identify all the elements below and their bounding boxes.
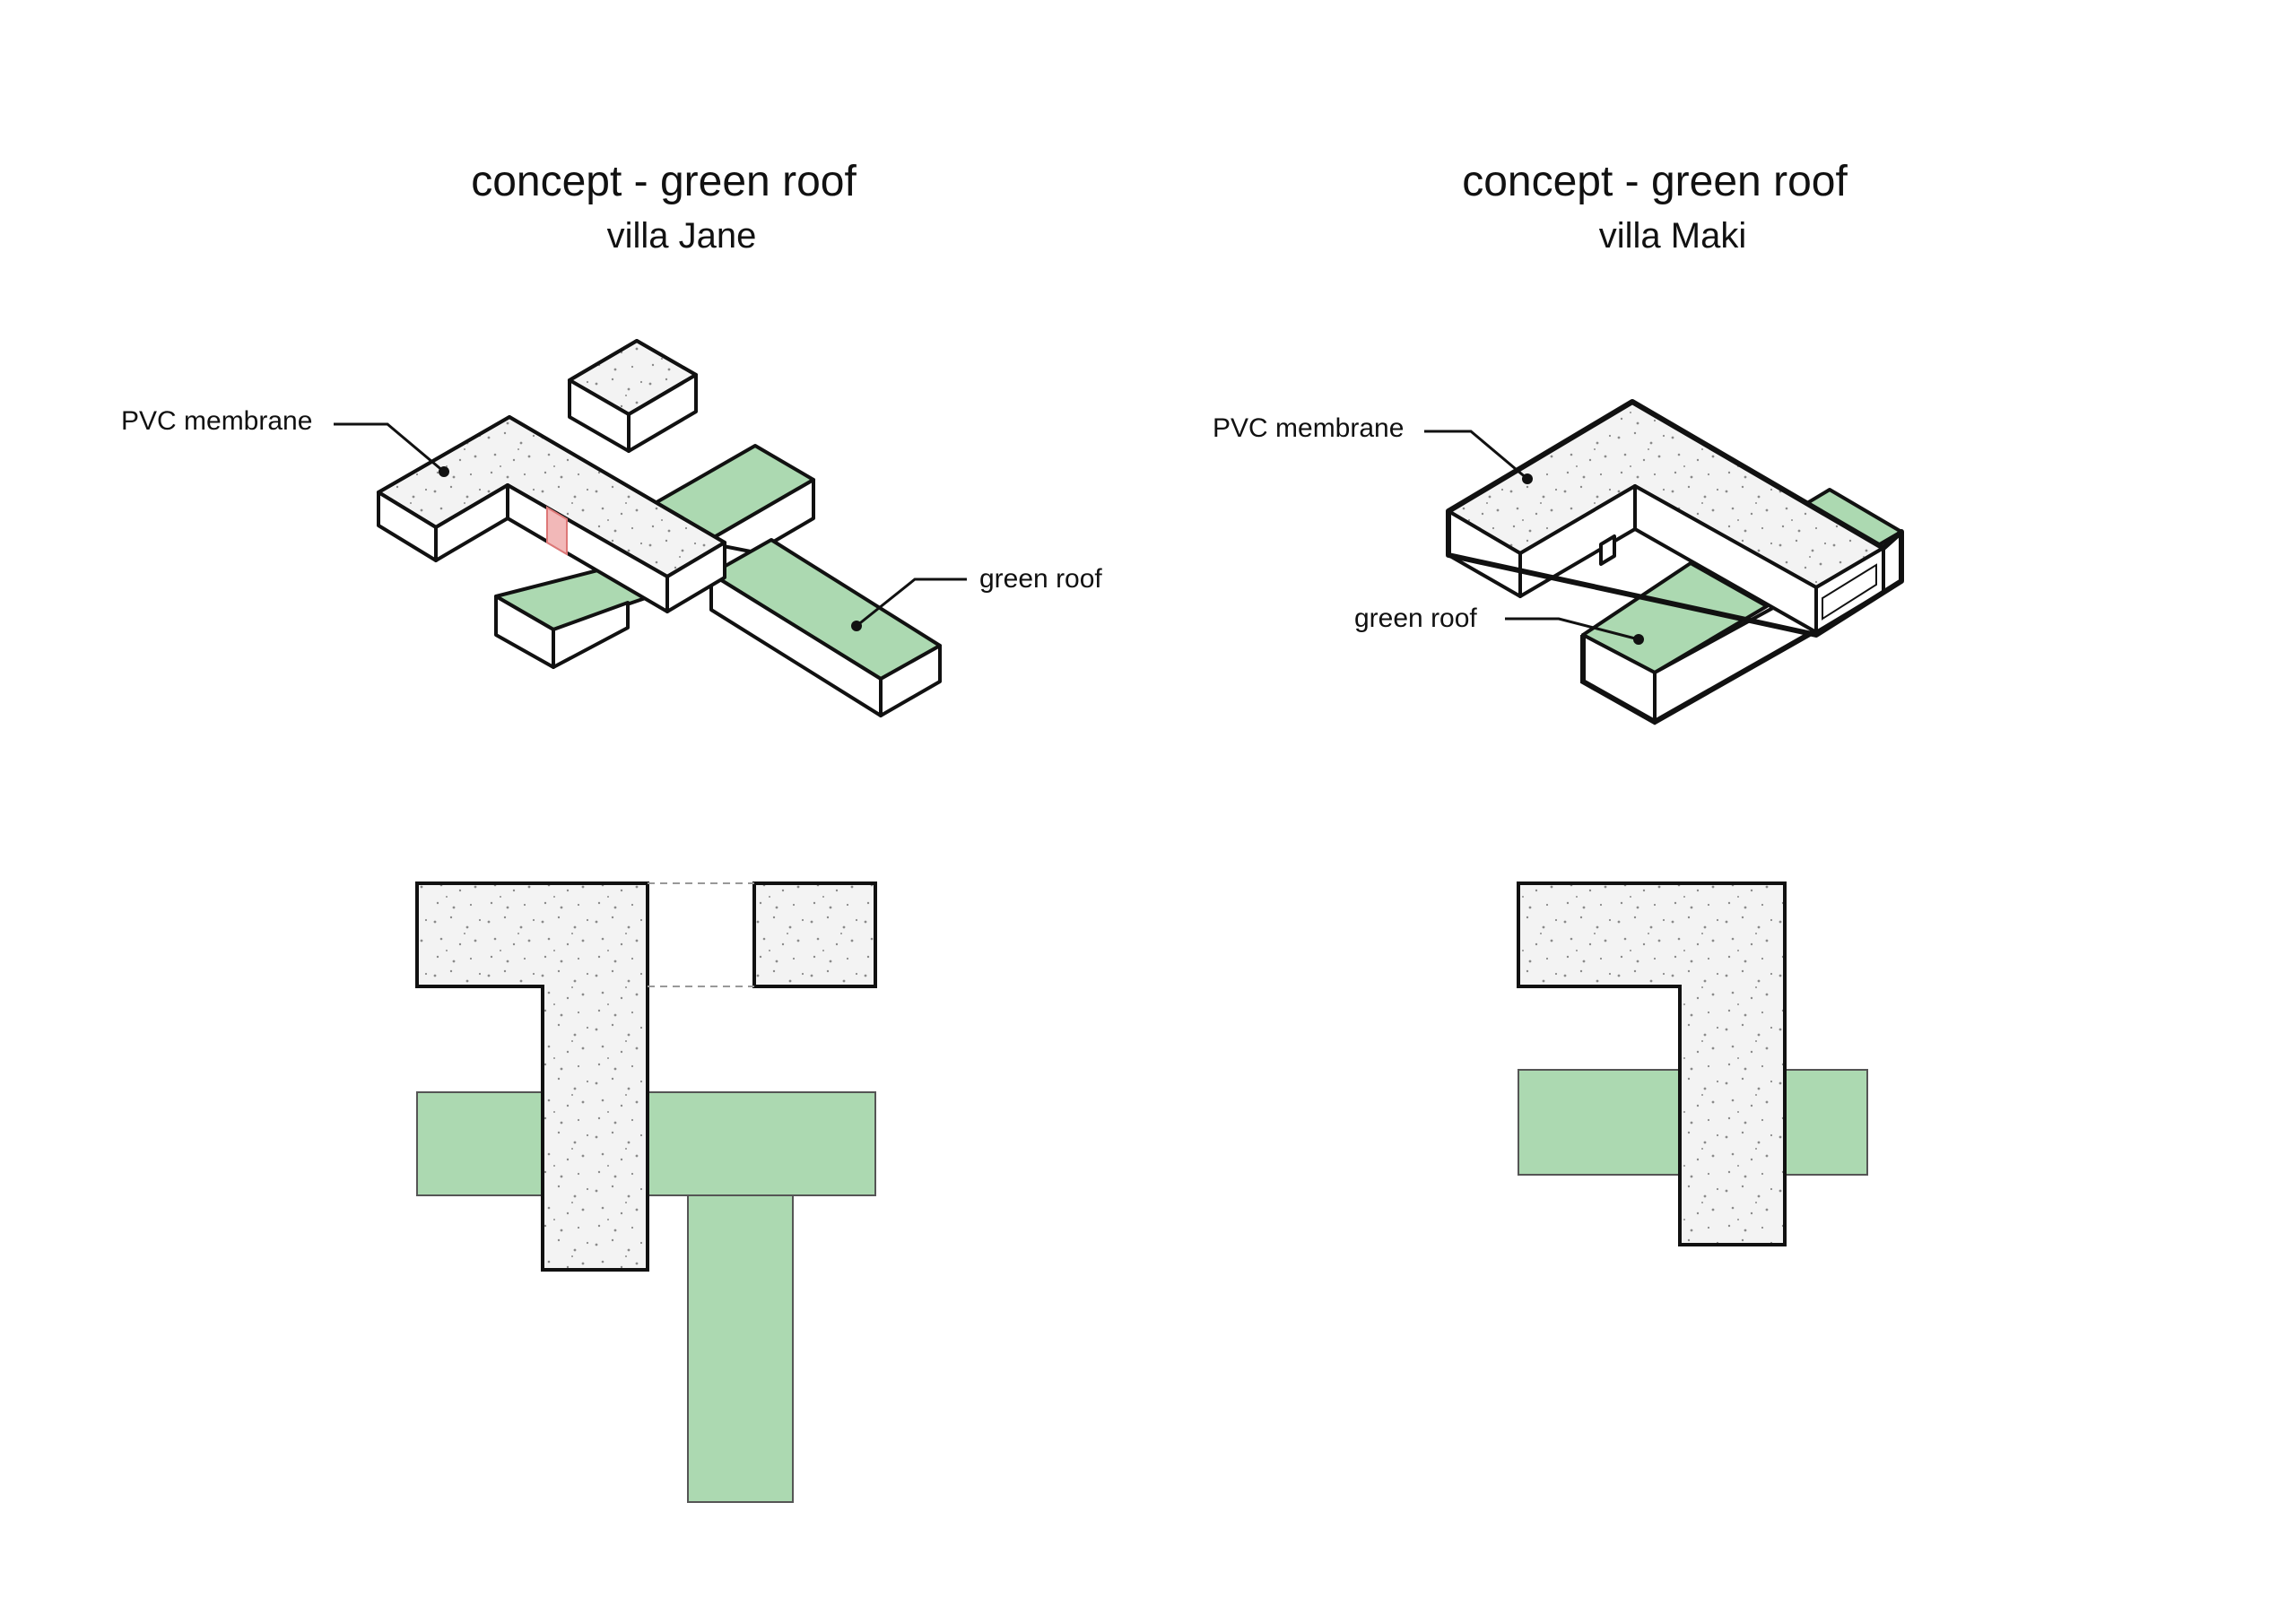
left-plan — [415, 881, 877, 1503]
small-pillar — [1599, 534, 1616, 566]
green-bar-side — [552, 601, 630, 669]
small-block-side — [627, 373, 698, 453]
leader-line — [1505, 617, 1639, 641]
leader-dot — [439, 466, 449, 477]
red-highlight-panel — [546, 506, 568, 556]
label-green-roof: green roof — [979, 564, 1102, 594]
left-subtitle: villa Jane — [607, 216, 757, 256]
leader-dot — [1633, 634, 1644, 645]
right-title: concept - green roof — [1462, 158, 1848, 205]
right-plan — [1517, 881, 1868, 1246]
membrane-side — [665, 541, 726, 613]
membrane-texture — [417, 883, 648, 1270]
left-title: concept - green roof — [471, 158, 857, 205]
label-pvc-membrane: PVC membrane — [121, 406, 312, 436]
leader-line — [334, 422, 445, 473]
label-pvc-membrane: PVC membrane — [1213, 413, 1404, 443]
right-axonometric — [1446, 399, 1904, 725]
leader-dot — [1522, 473, 1533, 484]
right-subtitle: villa Maki — [1599, 216, 1746, 256]
window-opening — [1822, 563, 1877, 621]
label-green-roof: green roof — [1354, 604, 1477, 633]
left-axonometric — [377, 339, 942, 717]
plan-green-strip — [687, 1194, 794, 1503]
bold-outline — [1580, 625, 1822, 725]
plan-membrane-outline — [1517, 881, 1787, 1246]
leader-line — [856, 578, 967, 628]
leader-line — [1424, 430, 1528, 481]
bold-outline — [1446, 399, 1904, 638]
green-bar-side — [879, 644, 942, 717]
membrane-texture — [752, 881, 877, 988]
leader-dot — [851, 621, 862, 631]
